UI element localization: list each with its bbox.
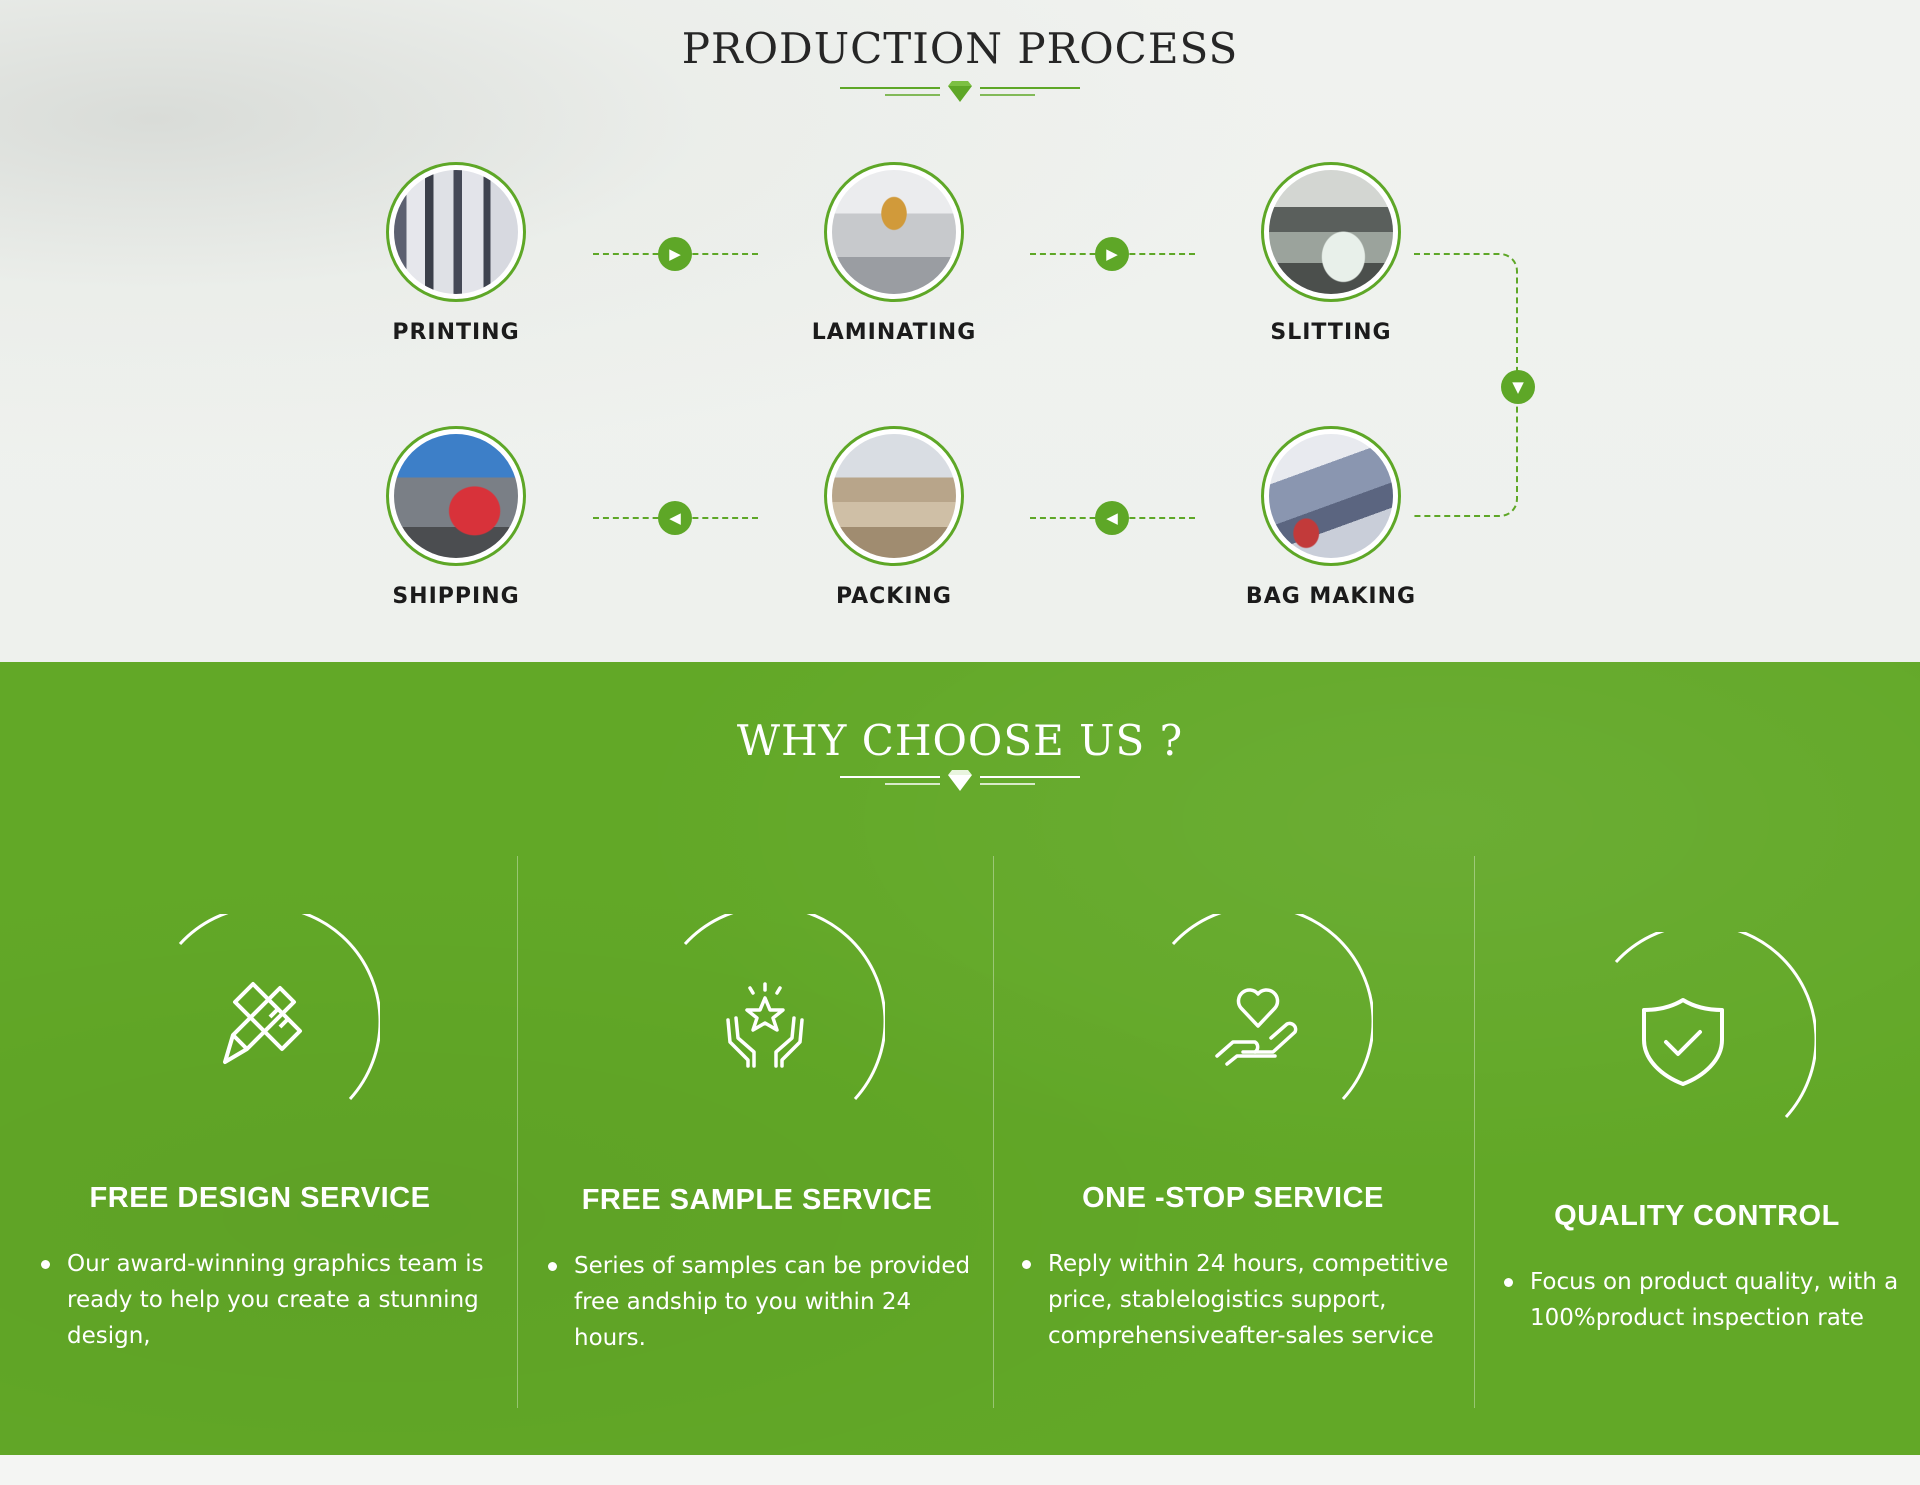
- card-title: FREE DESIGN SERVICE: [89, 1182, 431, 1214]
- shield-check-icon: [1642, 998, 1724, 1086]
- card-title: ONE -STOP SERVICE: [1082, 1182, 1384, 1214]
- step-label: BAG MAKING: [1245, 584, 1417, 609]
- card-description: Reply within 24 hours, competitive price…: [1022, 1246, 1468, 1354]
- step-laminating: LAMINATING: [784, 162, 1004, 345]
- step-label: PACKING: [836, 584, 952, 609]
- why-title: WHY CHOOSE US ?: [736, 716, 1184, 765]
- step-label: SHIPPING: [392, 584, 520, 609]
- decorative-arc: [683, 914, 885, 1101]
- step-label: LAMINATING: [811, 320, 977, 345]
- decorative-arc: [1171, 914, 1373, 1101]
- pencil-ruler-icon: [223, 982, 302, 1064]
- card-quality-control: QUALITY CONTROL Focus on product quality…: [1474, 662, 1920, 1455]
- bullet-dot: [41, 1260, 50, 1269]
- printing-photo: [386, 162, 526, 302]
- production-process-section: PRODUCTION PROCESS PRINTING LAMINATING S…: [0, 0, 1920, 662]
- title-divider-diamond-icon: [840, 81, 1080, 102]
- bullet-dot: [548, 1262, 557, 1271]
- card-title: QUALITY CONTROL: [1554, 1200, 1840, 1232]
- laminating-photo: [824, 162, 964, 302]
- card-description: Our award-winning graphics team is ready…: [41, 1246, 497, 1354]
- why-choose-us-section: WHY CHOOSE US ? FREE DESIGN SERVICE Our: [0, 662, 1920, 1455]
- decorative-arc: [178, 914, 380, 1101]
- step-label: SLITTING: [1270, 320, 1392, 345]
- step-printing: PRINTING: [346, 162, 566, 345]
- card-description: Series of samples can be provided free a…: [548, 1248, 974, 1356]
- step-bag-making: BAG MAKING: [1221, 426, 1441, 609]
- step-slitting: SLITTING: [1221, 162, 1441, 345]
- decorative-arc: [1614, 932, 1816, 1119]
- card-free-design: FREE DESIGN SERVICE Our award-winning gr…: [0, 662, 517, 1455]
- card-one-stop: ONE -STOP SERVICE Reply within 24 hours,…: [993, 662, 1474, 1455]
- step-packing: PACKING: [784, 426, 1004, 609]
- step-shipping: SHIPPING: [346, 426, 566, 609]
- card-text: Series of samples can be provided free a…: [574, 1253, 971, 1351]
- hands-star-icon: [726, 982, 804, 1068]
- arrow-right-icon: ▶: [1095, 237, 1129, 271]
- footer-strip: [0, 1455, 1920, 1485]
- card-description: Focus on product quality, with a 100%pro…: [1504, 1264, 1910, 1336]
- card-text: Focus on product quality, with a 100%pro…: [1530, 1269, 1899, 1331]
- card-text: Our award-winning graphics team is ready…: [67, 1251, 484, 1349]
- arrow-left-icon: ◀: [658, 501, 692, 535]
- column-divider: [993, 856, 994, 1408]
- column-divider: [517, 856, 518, 1408]
- production-title: PRODUCTION PROCESS: [681, 24, 1239, 73]
- card-text: Reply within 24 hours, competitive price…: [1048, 1251, 1449, 1349]
- title-divider-diamond-icon: [840, 770, 1080, 791]
- arrow-right-icon: ▶: [658, 237, 692, 271]
- shipping-photo: [386, 426, 526, 566]
- bag-making-photo: [1261, 426, 1401, 566]
- slitting-photo: [1261, 162, 1401, 302]
- bullet-dot: [1022, 1260, 1031, 1269]
- arrow-down-icon: ▼: [1501, 370, 1535, 404]
- step-label: PRINTING: [392, 320, 520, 345]
- card-title: FREE SAMPLE SERVICE: [581, 1184, 933, 1216]
- card-free-sample: FREE SAMPLE SERVICE Series of samples ca…: [517, 662, 993, 1455]
- heart-hand-icon: [1215, 988, 1298, 1066]
- column-divider: [1474, 856, 1475, 1408]
- arrow-left-icon: ◀: [1095, 501, 1129, 535]
- bullet-dot: [1504, 1278, 1513, 1287]
- packing-photo: [824, 426, 964, 566]
